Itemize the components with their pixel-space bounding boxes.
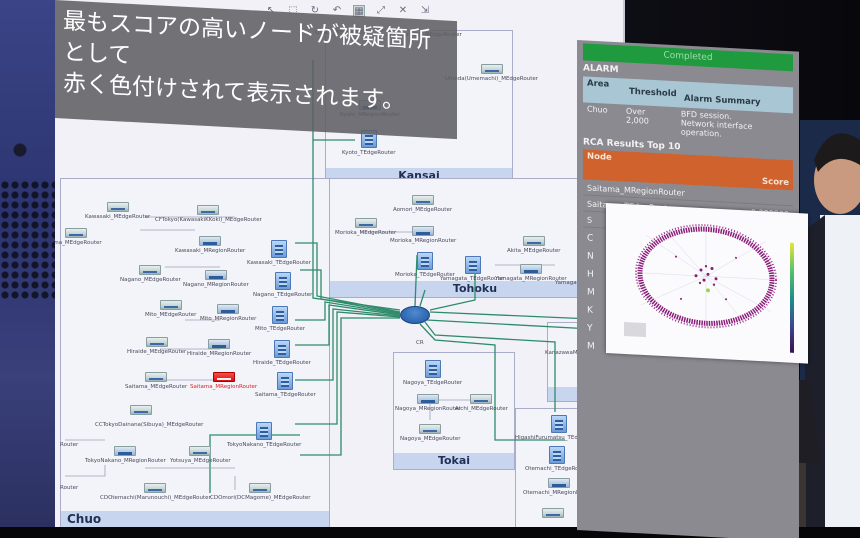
router-node[interactable]	[542, 508, 564, 518]
cr-label: CR	[416, 340, 424, 346]
router-node[interactable]: Yamagata_TEdgeRouter	[440, 256, 505, 282]
router-node[interactable]: Morioka_TEdgeRouter	[395, 252, 455, 278]
router-node[interactable]: Nagano_TEdgeRouter	[253, 272, 312, 298]
router-node[interactable]: Mito_MRegionRouter	[200, 304, 256, 322]
router-node[interactable]: Saitama_MEdgeRouter	[125, 372, 187, 390]
region-label: Tokai	[394, 453, 514, 469]
router-node[interactable]: Yamagata_MRegionRouter	[495, 264, 567, 282]
rotate-icon[interactable]: ↻	[310, 5, 320, 16]
suspect-router-node[interactable]: Saitama_MRegionRouter	[190, 372, 257, 390]
router-node[interactable]: CFTokyo(KawasakiKKoki)_MEdgeRouter	[155, 205, 262, 223]
graph-legend	[624, 321, 646, 338]
router-node[interactable]: Hiraide_MEdgeRouter	[127, 337, 186, 355]
router-node[interactable]: Nagoya_MEdgeRouter	[400, 424, 461, 442]
router-node[interactable]: Nagoya_MRegionRouter	[395, 394, 461, 412]
stage-floor	[0, 527, 860, 538]
expand-icon[interactable]: ⤢	[377, 5, 385, 16]
presenter-large-video	[800, 120, 860, 538]
network-graph-popup[interactable]	[606, 203, 808, 364]
router-node[interactable]: Router	[60, 442, 79, 448]
select-icon[interactable]: ⬚	[288, 5, 298, 16]
topology-screen: ↖ ⬚ ↻ ↶ ▦ ⤢ ✕ ⇲	[55, 0, 625, 527]
col-threshold: Threshold	[629, 86, 677, 100]
router-node[interactable]: Aomori_MEdgeRouter	[393, 195, 452, 213]
slide-caption: 最もスコアの高いノードが被疑箇所として 赤く色付けされて表示されます。	[55, 0, 457, 140]
undo-icon[interactable]: ↶	[332, 5, 342, 16]
core-router-hub[interactable]	[400, 306, 430, 324]
router-node[interactable]: Morioka_MRegionRouter	[390, 226, 456, 244]
router-node[interactable]: Router	[60, 485, 79, 491]
router-node[interactable]: Otemachi_TEdgeRouter	[525, 446, 590, 472]
router-node[interactable]: Aichi_MEdgeRouter	[455, 394, 508, 412]
router-node[interactable]: Umeda(Umemachi)_MEdgeRouter	[445, 64, 538, 82]
router-node[interactable]: Saitama_TEdgeRouter	[255, 372, 316, 398]
router-node[interactable]: Morioka_MEdgeRouter	[335, 218, 396, 236]
router-node[interactable]: Mito_TEdgeRouter	[255, 306, 305, 332]
router-node[interactable]: TokyoNakano_TEdgeRouter	[227, 422, 301, 448]
router-node[interactable]: Kawasaki_MEdgeRouter	[85, 202, 150, 220]
col-alarm-summary: Alarm Summary	[684, 93, 761, 108]
router-node[interactable]	[130, 405, 152, 415]
colorbar	[790, 242, 794, 353]
alarm-threshold: Over 2,000	[625, 106, 649, 126]
router-node[interactable]: CCTokyoDainana(Sibuya)_MEdgeRouter	[95, 422, 204, 428]
router-node[interactable]: Mito_MEdgeRouter	[145, 300, 196, 318]
alarm-summary: BFD session. Network interface operation…	[680, 109, 753, 139]
router-node[interactable]: Akita_MEdgeRouter	[507, 236, 561, 254]
fit-icon[interactable]: ⇲	[420, 5, 430, 16]
alarm-area: Chuo	[587, 104, 608, 115]
router-node[interactable]: CDOtemachi(Marunouchi)_MEdgeRouter	[100, 483, 211, 501]
router-node[interactable]: Yotsuya_MEdgeRouter	[170, 446, 231, 464]
col-score: Score	[762, 176, 789, 189]
region-tohoku: Tohoku	[325, 178, 623, 298]
router-node[interactable]: ama_MEdgeRouter	[55, 228, 102, 246]
led-wall-left	[0, 0, 58, 538]
router-node[interactable]: Kawasaki_MRegionRouter	[175, 236, 245, 254]
router-node[interactable]: Hiraide_TEdgeRouter	[253, 340, 311, 366]
col-node: Node	[587, 151, 612, 163]
router-node[interactable]: Kawasaki_TEdgeRouter	[247, 240, 311, 266]
router-node[interactable]: Otemachi_MRegionRouter	[523, 478, 594, 496]
router-node[interactable]: Nagano_MEdgeRouter	[120, 265, 181, 283]
router-node[interactable]: HigashiFurumatsu_TEdgeRouter	[515, 415, 603, 441]
region-label: Chuo	[61, 511, 329, 527]
col-area: Area	[587, 78, 610, 90]
network-graph-plot	[635, 224, 777, 329]
router-node[interactable]: TokyoNakano_MRegionRouter	[85, 446, 166, 464]
router-node[interactable]: Nagano_MRegionRouter	[183, 270, 249, 288]
router-node[interactable]: Nagoya_TEdgeRouter	[403, 360, 462, 386]
router-node[interactable]: CDOmori(DCMagome)_MEdgeRouter	[210, 483, 311, 501]
router-node[interactable]: Hiraide_MRegionRouter	[187, 339, 251, 357]
collapse-icon[interactable]: ✕	[398, 5, 408, 16]
